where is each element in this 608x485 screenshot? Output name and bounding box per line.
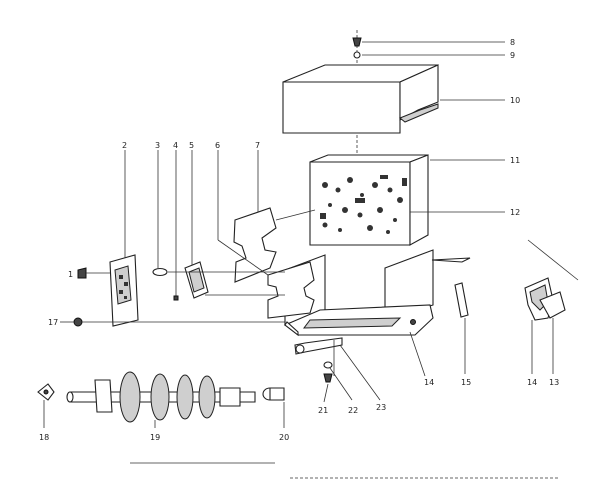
callout-2: 2 [122,141,127,150]
bracket-part-14-right [431,257,471,374]
clip-part-13 [524,239,579,374]
callout-8: 8 [510,38,515,47]
callout-21: 21 [318,406,328,415]
screw-part-17 [60,317,285,327]
callout-17: 17 [48,318,58,327]
callout-19: 19 [150,433,160,442]
screw-part-1 [77,267,110,279]
callout-1: 1 [68,270,73,279]
lever-part-23 [294,337,381,401]
callout-13: 13 [549,378,559,387]
callout-22: 22 [348,406,358,415]
switch-part-5 [152,150,285,301]
circuit-board-part-12 [309,154,505,246]
callout-14-bracket: 14 [424,378,434,387]
insulator-part-7 [233,150,316,283]
callout-5: 5 [189,141,194,150]
bracket-part-2 [109,150,139,327]
cover-part-10 [282,64,505,134]
callout-6: 6 [215,141,220,150]
callout-14-clip: 14 [527,378,537,387]
bushing-part-20 [262,387,285,428]
callout-9: 9 [510,51,515,60]
callout-11: 11 [510,156,520,165]
callout-18: 18 [39,433,49,442]
callout-20: 20 [279,433,289,442]
callout-12: 12 [510,208,520,217]
callout-10: 10 [510,96,520,105]
bracket-part-6 [217,150,315,319]
callout-23: 23 [376,403,386,412]
callout-4: 4 [173,141,178,150]
shaft-assembly-part-19 [66,371,256,428]
knob-part-18 [37,383,55,428]
screw-part-21 [323,373,333,403]
callout-7: 7 [255,141,260,150]
callout-3: 3 [155,141,160,150]
callout-15: 15 [461,378,471,387]
washer-part-22 [323,361,353,401]
